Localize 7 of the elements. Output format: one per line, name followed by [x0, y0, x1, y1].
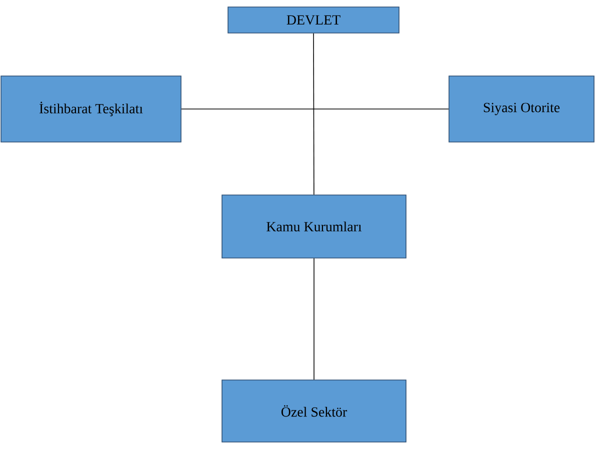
process-box: Kamu Kurumları: [222, 194, 406, 258]
process-box: Özel Sektör: [222, 380, 406, 442]
process-box: Siyasi Otorite: [448, 76, 594, 142]
connector-line: [313, 33, 314, 195]
connector-line: [181, 108, 449, 110]
process-box: DEVLET: [228, 6, 400, 34]
process-box: İstihbarat Teşkilatı: [0, 76, 182, 142]
